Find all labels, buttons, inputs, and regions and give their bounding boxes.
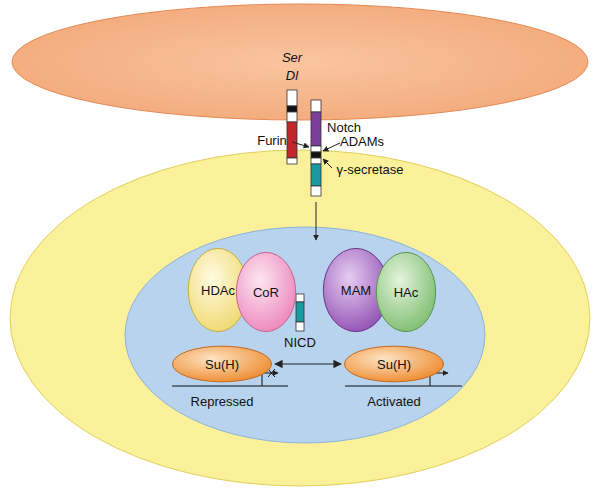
suh-protein: Su(H) xyxy=(172,346,272,382)
adams-pointer xyxy=(323,143,340,151)
state-label: Repressed xyxy=(191,395,254,409)
signal-receiving-cell xyxy=(10,150,590,486)
furin-pointer xyxy=(292,142,309,147)
ellipse-shape xyxy=(236,252,295,331)
ligand-protein xyxy=(287,90,297,164)
notch-receptor xyxy=(311,100,321,196)
gamma-secretase-pointer xyxy=(323,159,332,168)
corepressor-protein: CoR xyxy=(236,252,296,332)
ellipse-shape xyxy=(376,252,435,331)
ligand-name: Ser xyxy=(282,51,302,65)
protein-name: MAM xyxy=(341,283,371,298)
nucleus xyxy=(125,227,485,443)
gene-line xyxy=(345,385,462,386)
protein-name: Su(H) xyxy=(205,357,239,372)
protein-name: HAc xyxy=(394,285,419,300)
ellipse-shape xyxy=(173,346,272,382)
hac-protein: HAc xyxy=(376,252,436,332)
fragment-name: NICD xyxy=(284,336,316,350)
protein-name: Su(H) xyxy=(377,357,411,372)
receptor-name: Notch xyxy=(327,121,361,135)
nicd-fragment xyxy=(296,294,304,331)
protease-name: γ-secretase xyxy=(336,163,403,177)
signal-sending-cell xyxy=(12,4,588,120)
protease-name: ADAMs xyxy=(340,135,384,149)
nuclear-translocation-arrow xyxy=(316,202,317,240)
ellipse-shape xyxy=(345,346,444,382)
protein-name: HDAc xyxy=(201,283,235,298)
protease-name: Furin xyxy=(257,134,287,148)
protein-name: CoR xyxy=(253,285,279,300)
ligand-name: Dl xyxy=(286,69,298,83)
suh-protein: Su(H) xyxy=(344,346,444,382)
gene-line xyxy=(172,385,288,386)
state-label: Activated xyxy=(367,395,420,409)
transition-arrow xyxy=(275,363,341,364)
